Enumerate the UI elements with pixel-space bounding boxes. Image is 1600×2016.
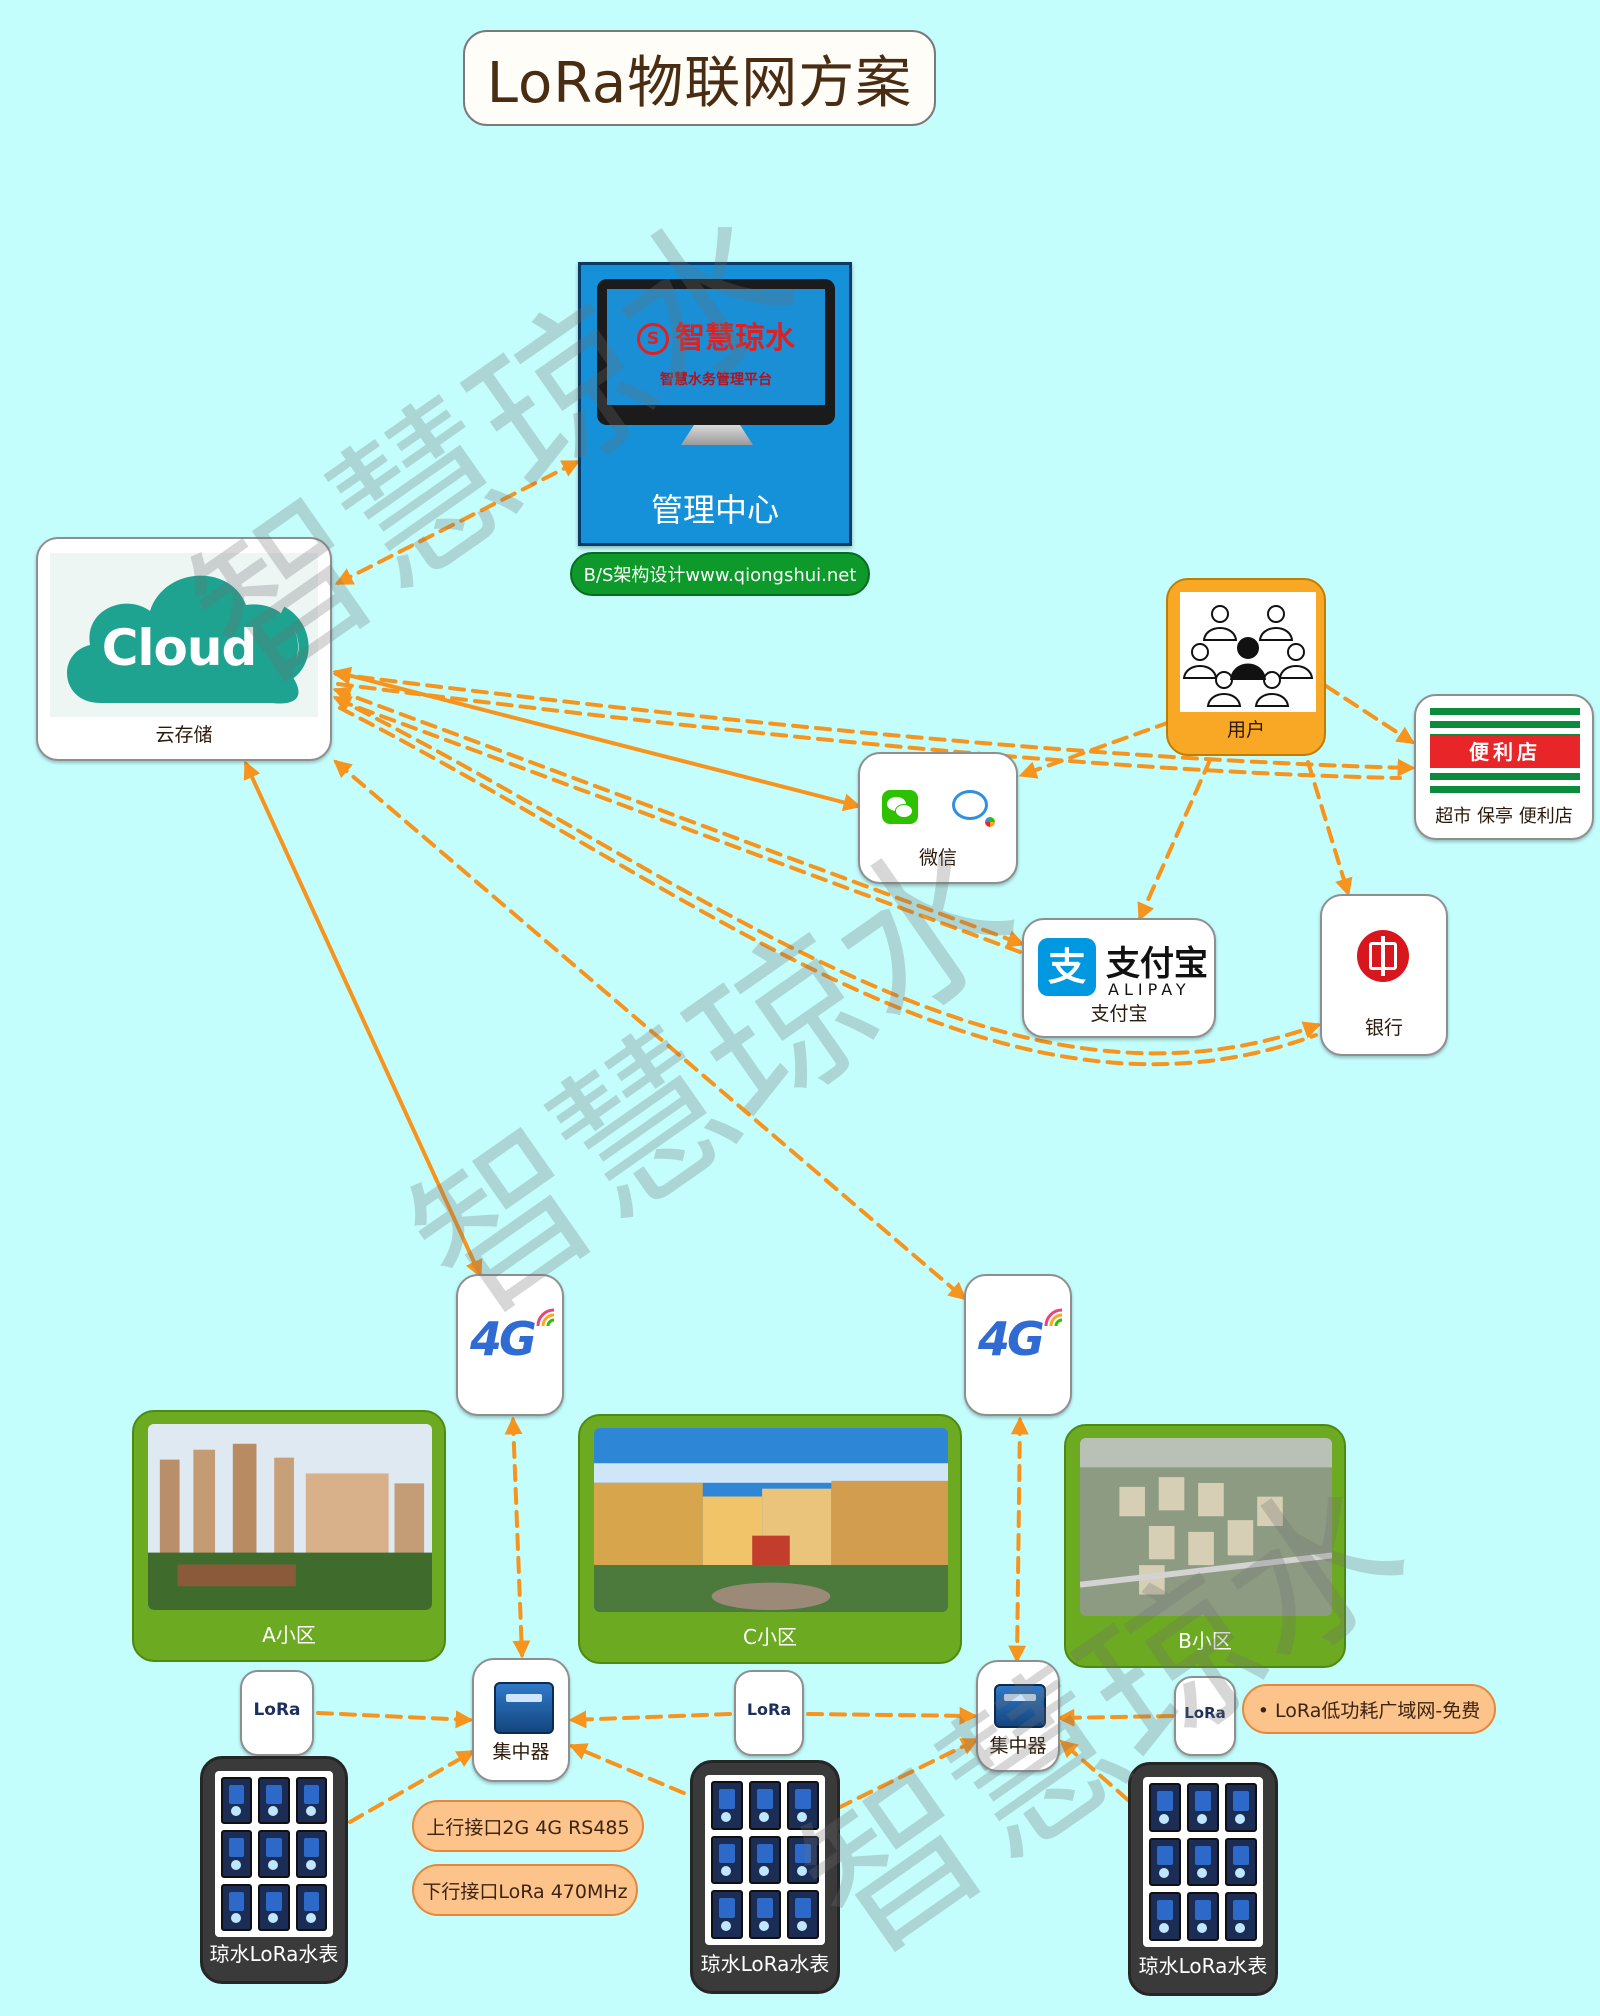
concentrator-device-icon — [494, 1682, 554, 1734]
users-label: 用户 — [1226, 719, 1265, 741]
alipay-logo-icon: 支 — [1038, 938, 1096, 996]
community-c[interactable]: C小区 — [578, 1414, 962, 1664]
community-b-label: B小区 — [1178, 1629, 1232, 1653]
concentrator-a[interactable]: 集中器 — [472, 1658, 570, 1782]
concentrator-b-label: 集中器 — [989, 1735, 1047, 1757]
arrow-meter-b — [1059, 1739, 1130, 1802]
arrow-lora-a — [316, 1710, 474, 1729]
4g-signal-icon: 4G — [978, 1308, 1063, 1366]
arrow-4g-concentrator-b — [1008, 1416, 1029, 1664]
lora-free-pill: • LoRa低功耗广域网-免费 — [1242, 1684, 1496, 1734]
meter-group-c[interactable]: 琼水LoRa水表 — [690, 1760, 840, 1994]
monitor-stand — [681, 425, 753, 445]
lora-logo-icon: LoRa — [1184, 1704, 1226, 1722]
community-a[interactable]: A小区 — [132, 1410, 446, 1662]
users-node[interactable]: 用户 — [1166, 578, 1326, 756]
store-node[interactable]: 便利店 超市 保亭 便利店 — [1414, 694, 1594, 840]
wechat-icon — [882, 790, 918, 824]
downlink-pill: 下行接口LoRa 470MHz — [412, 1864, 638, 1916]
bank-node[interactable]: 银行 — [1320, 894, 1448, 1056]
water-meter-grid — [705, 1775, 825, 1945]
alipay-node[interactable]: 支 支付宝 ALIPAY 支付宝 — [1022, 918, 1216, 1038]
cloud-label: 云存储 — [155, 724, 213, 746]
mgmt-brand: 智慧琼水 — [675, 321, 795, 356]
lora-tag-c: LoRa — [734, 1670, 804, 1756]
lora-logo-icon: LoRa — [253, 1700, 301, 1720]
arrow-meter-a — [348, 1750, 476, 1824]
community-c-label: C小区 — [743, 1625, 797, 1649]
bank-label: 银行 — [1364, 1017, 1403, 1039]
store-logo-text: 便利店 — [1430, 736, 1580, 768]
bank-logo-icon — [1357, 930, 1409, 982]
arrow-users-store — [1324, 684, 1416, 744]
arrow-meter-c-right — [836, 1738, 980, 1810]
arrow-meter-c-left — [568, 1743, 707, 1804]
wechat-pay-icon — [952, 790, 995, 827]
wechat-node[interactable]: 微信 — [858, 752, 1018, 884]
arrow-4g-concentrator-a — [504, 1416, 531, 1659]
concentrator-a-label: 集中器 — [492, 1741, 550, 1763]
4g-node-right[interactable]: 4G — [964, 1274, 1072, 1416]
community-c-photo — [594, 1428, 948, 1612]
arrow-lora-c-left — [568, 1710, 732, 1729]
page-title: LoRa物联网方案 — [463, 30, 936, 126]
4g-node-left[interactable]: 4G — [456, 1274, 564, 1416]
4g-signal-icon: 4G — [470, 1308, 555, 1366]
arrow-users-wechat — [1018, 720, 1172, 779]
water-meter-grid — [1143, 1777, 1263, 1947]
meter-group-a-label: 琼水LoRa水表 — [209, 1942, 339, 1966]
arrow-cloud-management — [334, 460, 581, 585]
community-a-photo — [148, 1424, 432, 1610]
arrow-users-bank — [1306, 760, 1353, 897]
alipay-en-text: ALIPAY — [1108, 980, 1191, 999]
mgmt-label: 管理中心 — [650, 491, 779, 529]
lora-tag-a: LoRa — [240, 1670, 314, 1756]
lora-logo-icon: LoRa — [746, 1700, 792, 1719]
users-group-icon — [1180, 592, 1316, 712]
mgmt-platform: 智慧水务管理平台 — [660, 372, 772, 388]
brand-logo-icon: S — [637, 323, 669, 355]
meter-group-c-label: 琼水LoRa水表 — [700, 1952, 830, 1976]
community-b[interactable]: B小区 — [1064, 1424, 1346, 1668]
concentrator-b[interactable]: 集中器 — [976, 1660, 1060, 1772]
concentrator-device-icon — [994, 1684, 1046, 1728]
arrow-cloud-4g-left — [243, 760, 483, 1279]
meter-group-b[interactable]: 琼水LoRa水表 — [1128, 1762, 1278, 1996]
uplink-pill: 上行接口2G 4G RS485 — [412, 1800, 644, 1852]
arrow-lora-b — [1056, 1708, 1174, 1727]
cloud-storage[interactable]: Cloud 云存储 — [36, 537, 332, 761]
arrow-users-alipay — [1137, 758, 1212, 922]
meter-group-b-label: 琼水LoRa水表 — [1138, 1954, 1268, 1978]
community-a-label: A小区 — [262, 1623, 316, 1647]
water-meter-grid — [215, 1771, 333, 1937]
arrow-cloud-4g-right — [333, 759, 967, 1301]
arrow-lora-c-right — [806, 1706, 978, 1725]
lora-tag-b: LoRa — [1174, 1676, 1236, 1756]
cloud-logo-text: Cloud — [101, 619, 258, 677]
store-sign-icon: 便利店 — [1430, 708, 1580, 796]
cloud-icon: Cloud — [50, 553, 318, 717]
store-label: 超市 保亭 便利店 — [1435, 806, 1573, 827]
meter-group-a[interactable]: 琼水LoRa水表 — [200, 1756, 348, 1984]
community-b-photo — [1080, 1438, 1332, 1616]
alipay-label: 支付宝 — [1090, 1003, 1148, 1025]
wechat-label: 微信 — [918, 847, 957, 869]
bs-architecture-badge: B/S架构设计www.qiongshui.net — [570, 552, 870, 596]
alipay-cn-text: 支付宝 — [1106, 944, 1208, 984]
